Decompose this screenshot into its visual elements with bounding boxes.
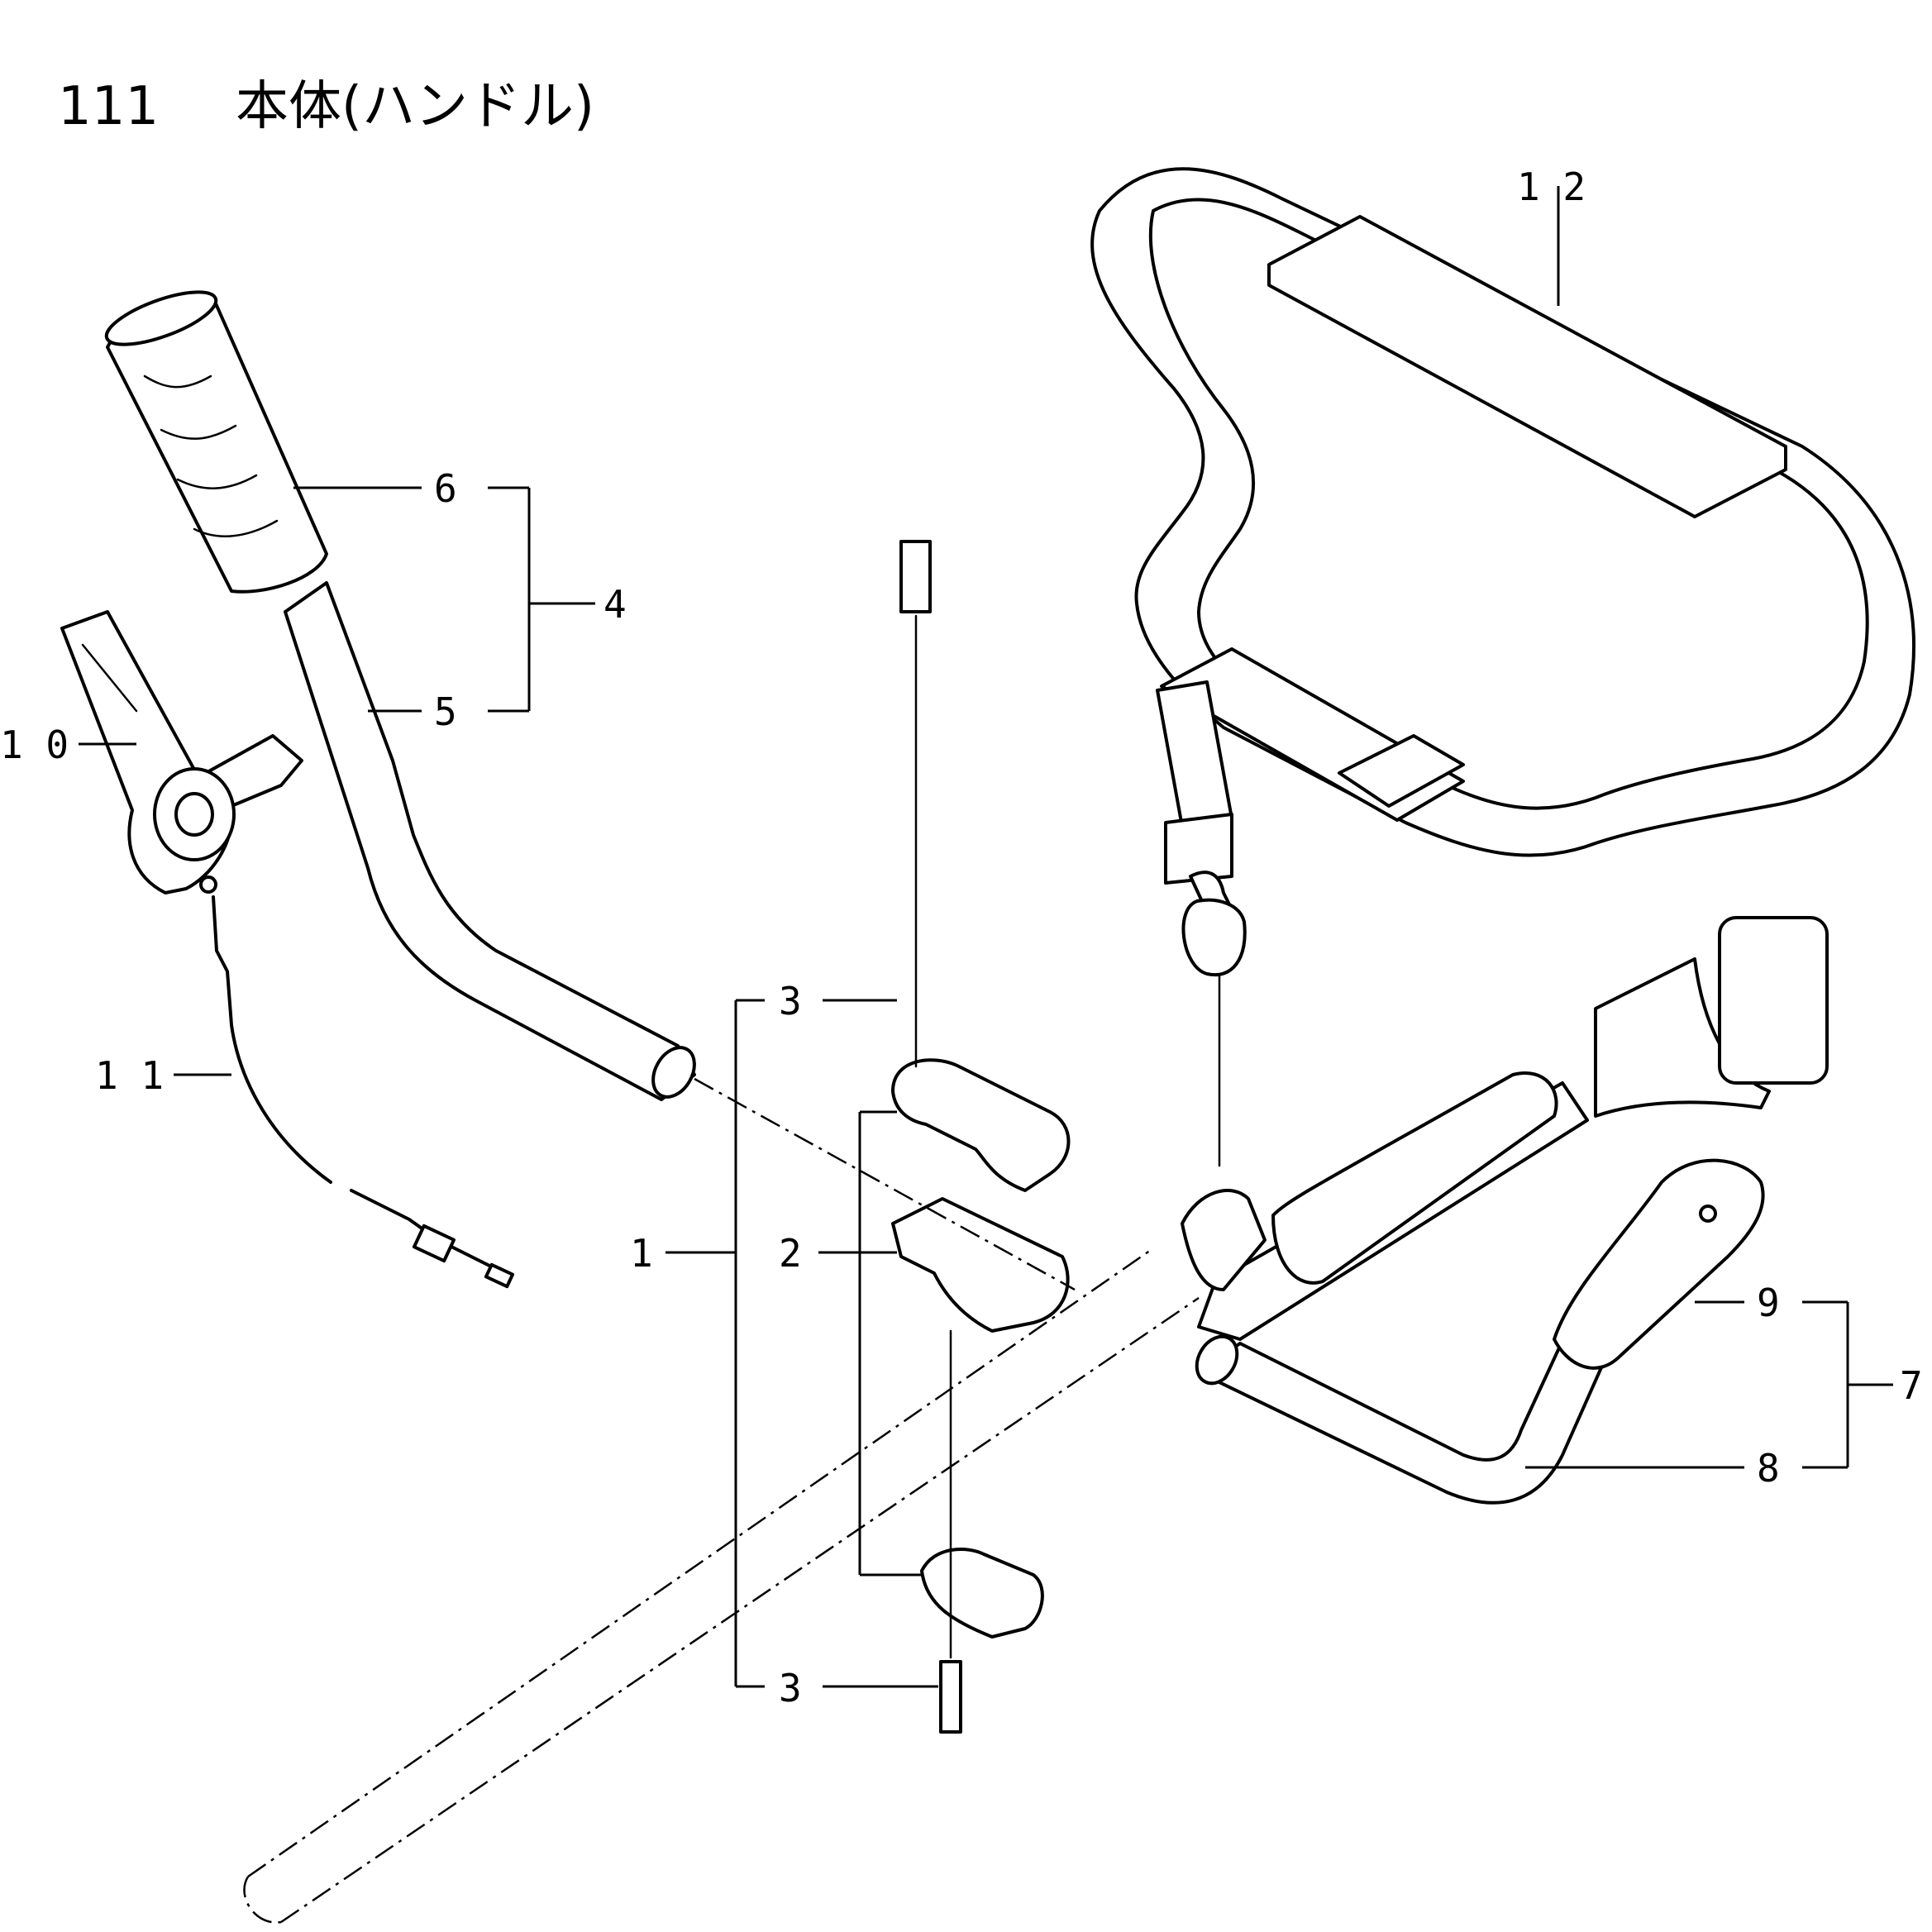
shoulder-harness (1090, 167, 1915, 1167)
callout-3-bottom: 3 (779, 1666, 802, 1710)
callout-5: 5 (434, 689, 457, 734)
callout-10: 1 0 (0, 723, 69, 767)
callout-labels: 1 2 3 3 4 5 6 7 8 9 1 0 1 1 1 2 (0, 165, 1923, 1710)
callout-2: 2 (779, 1231, 802, 1276)
left-handle-assembly (104, 290, 696, 1101)
throttle-cable (199, 875, 515, 1289)
callout-7: 7 (1900, 1363, 1923, 1408)
handle-clamp-set (891, 540, 1071, 1734)
callout-6: 6 (434, 466, 457, 511)
callout-4: 4 (603, 582, 627, 627)
callout-3-top: 3 (779, 979, 802, 1023)
throttle-lever (60, 610, 303, 894)
callout-8: 8 (1757, 1446, 1780, 1491)
callout-1: 1 (630, 1231, 653, 1276)
callout-9: 9 (1757, 1281, 1780, 1325)
callout-12: 1 2 (1517, 165, 1586, 209)
main-shaft-phantom (243, 1077, 1200, 1924)
diagram-number: 111 (58, 76, 159, 137)
right-handle-assembly (1181, 916, 1829, 1505)
callout-11: 1 1 (95, 1053, 164, 1098)
leader-lines (79, 186, 1893, 1688)
diagram-title: 本体(ハンドル) (236, 76, 594, 137)
